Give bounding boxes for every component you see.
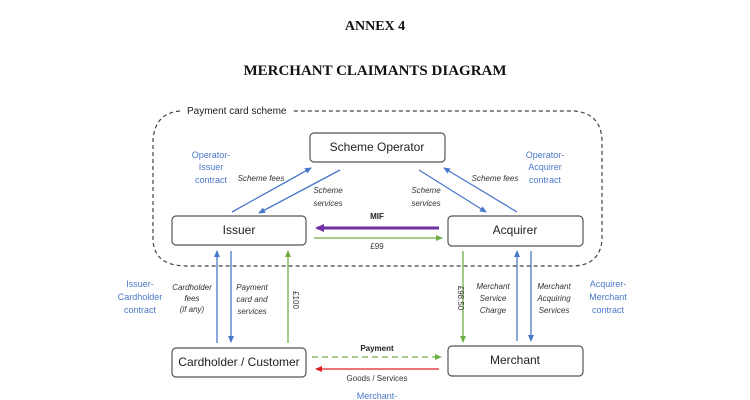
diagram-title: MERCHANT CLAIMANTS DIAGRAM — [243, 63, 507, 79]
issuer-node: Issuer — [171, 215, 307, 246]
scheme-services-acquirer-arrow — [418, 169, 487, 213]
svg-text:Cardholder: Cardholder — [172, 283, 212, 292]
operator-acquirer-contract: Operator- Acquirer contract — [526, 150, 565, 185]
scheme-services-right-line2: services — [411, 199, 440, 208]
scheme-services-right-line1: Scheme — [411, 186, 441, 195]
merchant-label: Merchant — [490, 353, 541, 367]
svg-text:(if any): (if any) — [180, 305, 205, 314]
svg-text:Services: Services — [539, 306, 570, 315]
scheme-fees-right-label: Scheme fees — [472, 174, 519, 183]
svg-text:Service: Service — [480, 294, 507, 303]
svg-text:Acquiring: Acquiring — [536, 294, 571, 303]
mif-label: MIF — [370, 212, 384, 221]
cardholder-amount: £100 — [291, 291, 300, 309]
scheme-fees-acquirer-arrow — [443, 167, 518, 213]
scheme-fees-left-label: Scheme fees — [238, 174, 285, 183]
scheme-label: Payment card scheme — [187, 106, 287, 117]
merchant-service-charge-label: Merchant Service Charge — [476, 282, 510, 315]
acquirer-label: Acquirer — [493, 223, 538, 237]
acquirer-merchant-contract: Acquirer- Merchant contract — [589, 279, 627, 315]
svg-text:services: services — [237, 307, 266, 316]
issuer-label: Issuer — [223, 223, 256, 237]
svg-text:Merchant: Merchant — [537, 282, 571, 291]
svg-text:contract: contract — [592, 305, 625, 315]
acquirer-node: Acquirer — [447, 215, 584, 247]
scheme-services-left-line1: Scheme — [313, 186, 343, 195]
cardholder-fees-label: Cardholder fees (if any) — [172, 283, 212, 314]
cardholder-node: Cardholder / Customer — [171, 347, 307, 378]
payment-card-services-label: Payment card and services — [236, 283, 268, 316]
merchant-node: Merchant — [447, 345, 584, 377]
merchant-contract-label: Merchant- — [357, 391, 398, 400]
merchant-amount: £98.50 — [456, 286, 465, 311]
cardholder-label: Cardholder / Customer — [178, 355, 299, 369]
svg-text:card and: card and — [236, 295, 268, 304]
svg-text:Acquirer: Acquirer — [528, 162, 562, 172]
goods-services-label: Goods / Services — [347, 374, 408, 383]
svg-text:Issuer: Issuer — [199, 162, 224, 172]
merchant-acquiring-services-label: Merchant Acquiring Services — [536, 282, 571, 315]
svg-text:Operator-: Operator- — [192, 150, 231, 160]
svg-text:Merchant: Merchant — [476, 282, 510, 291]
svg-text:Payment: Payment — [236, 283, 268, 292]
scheme-services-issuer-arrow — [258, 169, 341, 214]
interchange-amount: £99 — [370, 242, 384, 251]
svg-text:contract: contract — [124, 305, 157, 315]
svg-text:Issuer-: Issuer- — [126, 279, 154, 289]
issuer-cardholder-contract: Issuer- Cardholder contract — [118, 279, 163, 315]
svg-text:contract: contract — [195, 175, 228, 185]
svg-text:Merchant: Merchant — [589, 292, 627, 302]
svg-text:Cardholder: Cardholder — [118, 292, 163, 302]
payment-label: Payment — [360, 344, 394, 353]
svg-text:Acquirer-: Acquirer- — [590, 279, 627, 289]
svg-text:Charge: Charge — [480, 306, 507, 315]
svg-text:contract: contract — [529, 175, 562, 185]
svg-text:fees: fees — [184, 294, 199, 303]
svg-text:Operator-: Operator- — [526, 150, 565, 160]
scheme-services-left-line2: services — [313, 199, 342, 208]
payment-card-scheme-boundary — [152, 110, 603, 267]
scheme-operator-label: Scheme Operator — [330, 140, 425, 154]
scheme-fees-issuer-arrow — [231, 167, 312, 213]
annex-heading: ANNEX 4 — [344, 19, 406, 34]
scheme-operator-node: Scheme Operator — [309, 132, 446, 163]
operator-issuer-contract: Operator- Issuer contract — [192, 150, 231, 185]
